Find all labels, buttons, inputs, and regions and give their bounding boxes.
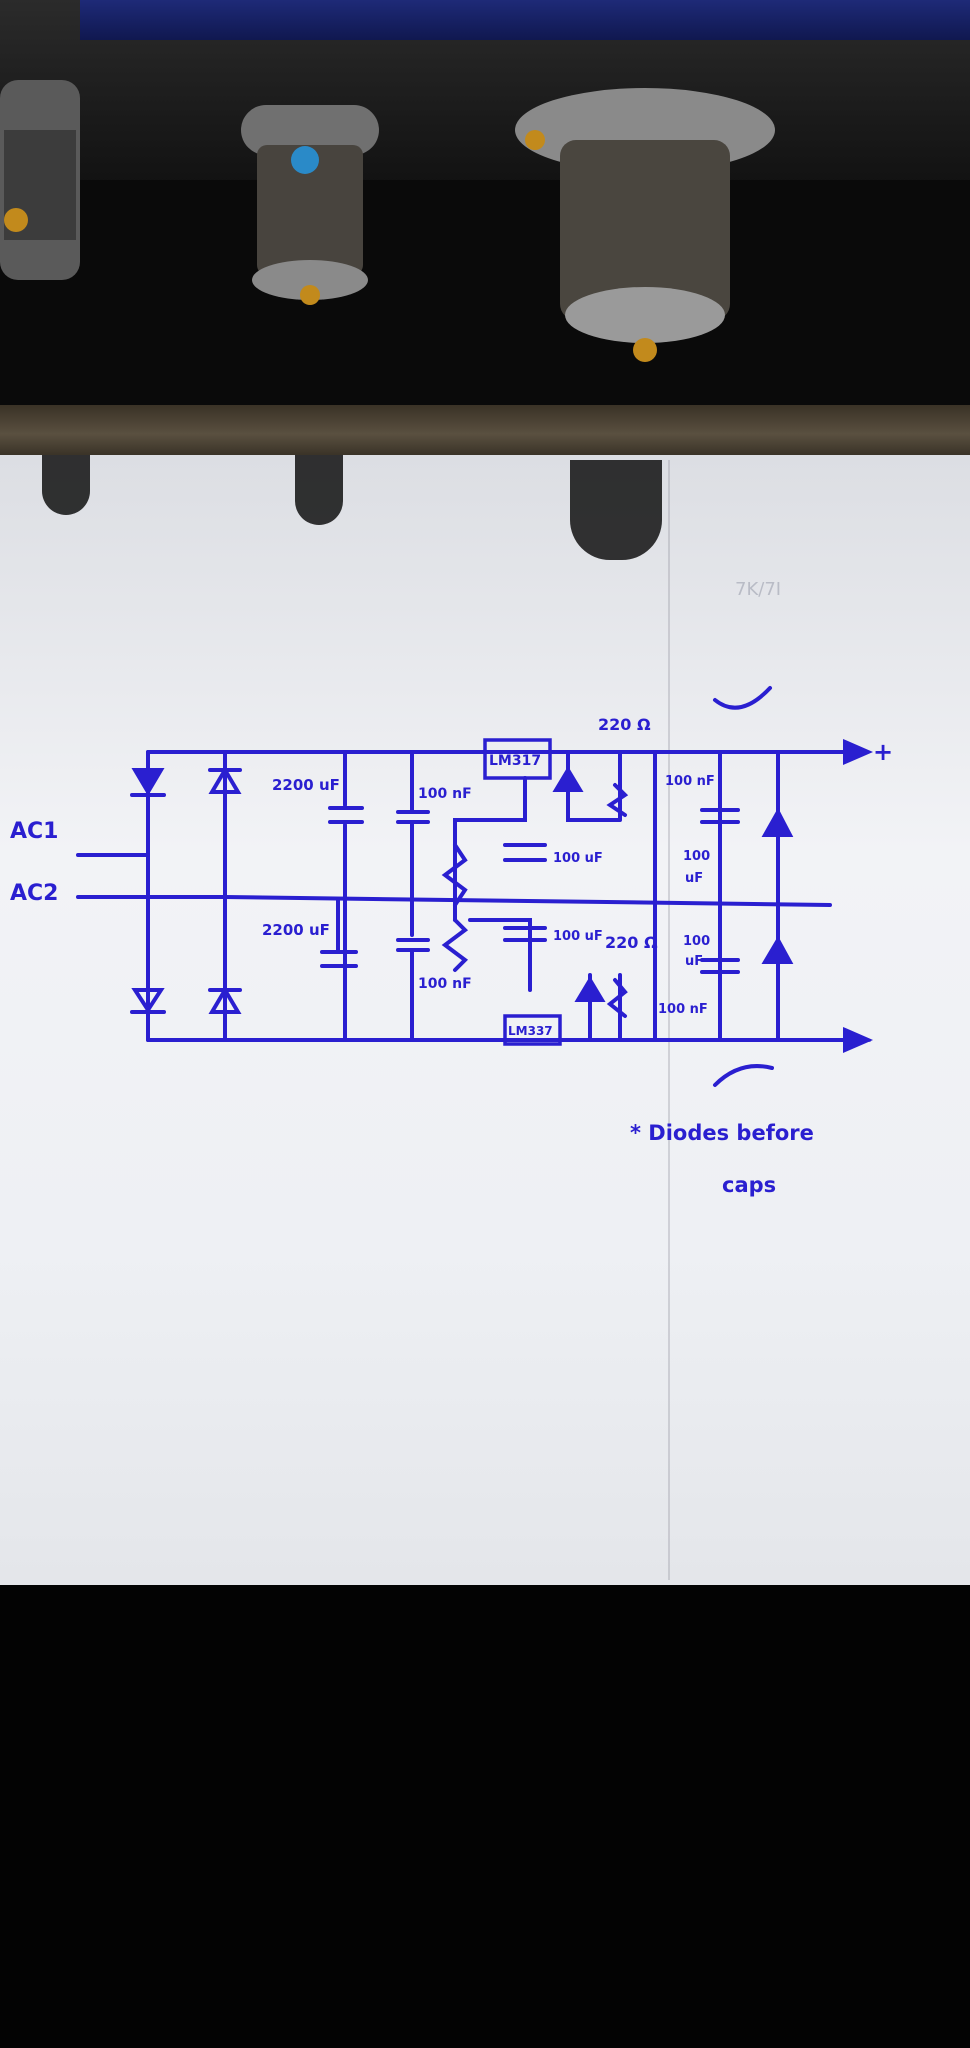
label-upper-resistor: 220 Ω bbox=[598, 715, 651, 734]
paper-fold bbox=[668, 460, 670, 1580]
label-out-cap-top-2: uF bbox=[685, 871, 703, 886]
tube-socket-right bbox=[515, 88, 775, 362]
label-lower-main-cap: 2200 uF bbox=[262, 921, 330, 939]
label-lower-small-cap: 100 nF bbox=[418, 976, 472, 992]
wooden-base-strip bbox=[0, 405, 970, 463]
tube-socket-left bbox=[0, 80, 80, 280]
chassis-shadow bbox=[0, 180, 970, 410]
label-out-cap-top-1: 100 bbox=[683, 849, 710, 864]
dark-background bbox=[0, 1585, 970, 2048]
label-id-note: 7K/7I bbox=[735, 579, 781, 600]
label-lm337: LM337 bbox=[508, 1024, 553, 1038]
label-upper-small-cap: 100 nF bbox=[418, 786, 472, 802]
shadow-middle bbox=[295, 455, 343, 525]
label-out-film-top: 100 nF bbox=[665, 774, 715, 789]
label-adj-cap-bottom: 100 uF bbox=[553, 929, 603, 944]
label-adj-cap-top: 100 uF bbox=[553, 851, 603, 866]
label-out-cap-bottom-2: uF bbox=[685, 954, 703, 969]
pcb-edge bbox=[80, 0, 970, 40]
label-out-cap-bottom-1: 100 bbox=[683, 934, 710, 949]
label-lower-resistor: 220 Ω bbox=[605, 933, 658, 952]
label-upper-main-cap: 2200 uF bbox=[272, 776, 340, 794]
label-note-line2: caps bbox=[722, 1173, 776, 1197]
shadow-left bbox=[42, 455, 90, 515]
label-note-line1: * Diodes before bbox=[630, 1121, 814, 1145]
tube-socket-middle bbox=[241, 105, 379, 305]
shadow-right bbox=[570, 460, 662, 560]
label-plus-terminal: + bbox=[873, 738, 893, 766]
paper-sheet bbox=[0, 455, 970, 1585]
label-minus-terminal: − bbox=[853, 1026, 873, 1054]
label-out-film-bottom: 100 nF bbox=[658, 1002, 708, 1017]
label-ac2: AC2 bbox=[10, 881, 58, 906]
schematic-drawing: AC1 AC2 7K/7I 2200 uF 2200 uF 100 nF 100… bbox=[10, 579, 893, 1197]
label-lm317: LM317 bbox=[489, 753, 541, 769]
label-ac1: AC1 bbox=[10, 819, 58, 844]
